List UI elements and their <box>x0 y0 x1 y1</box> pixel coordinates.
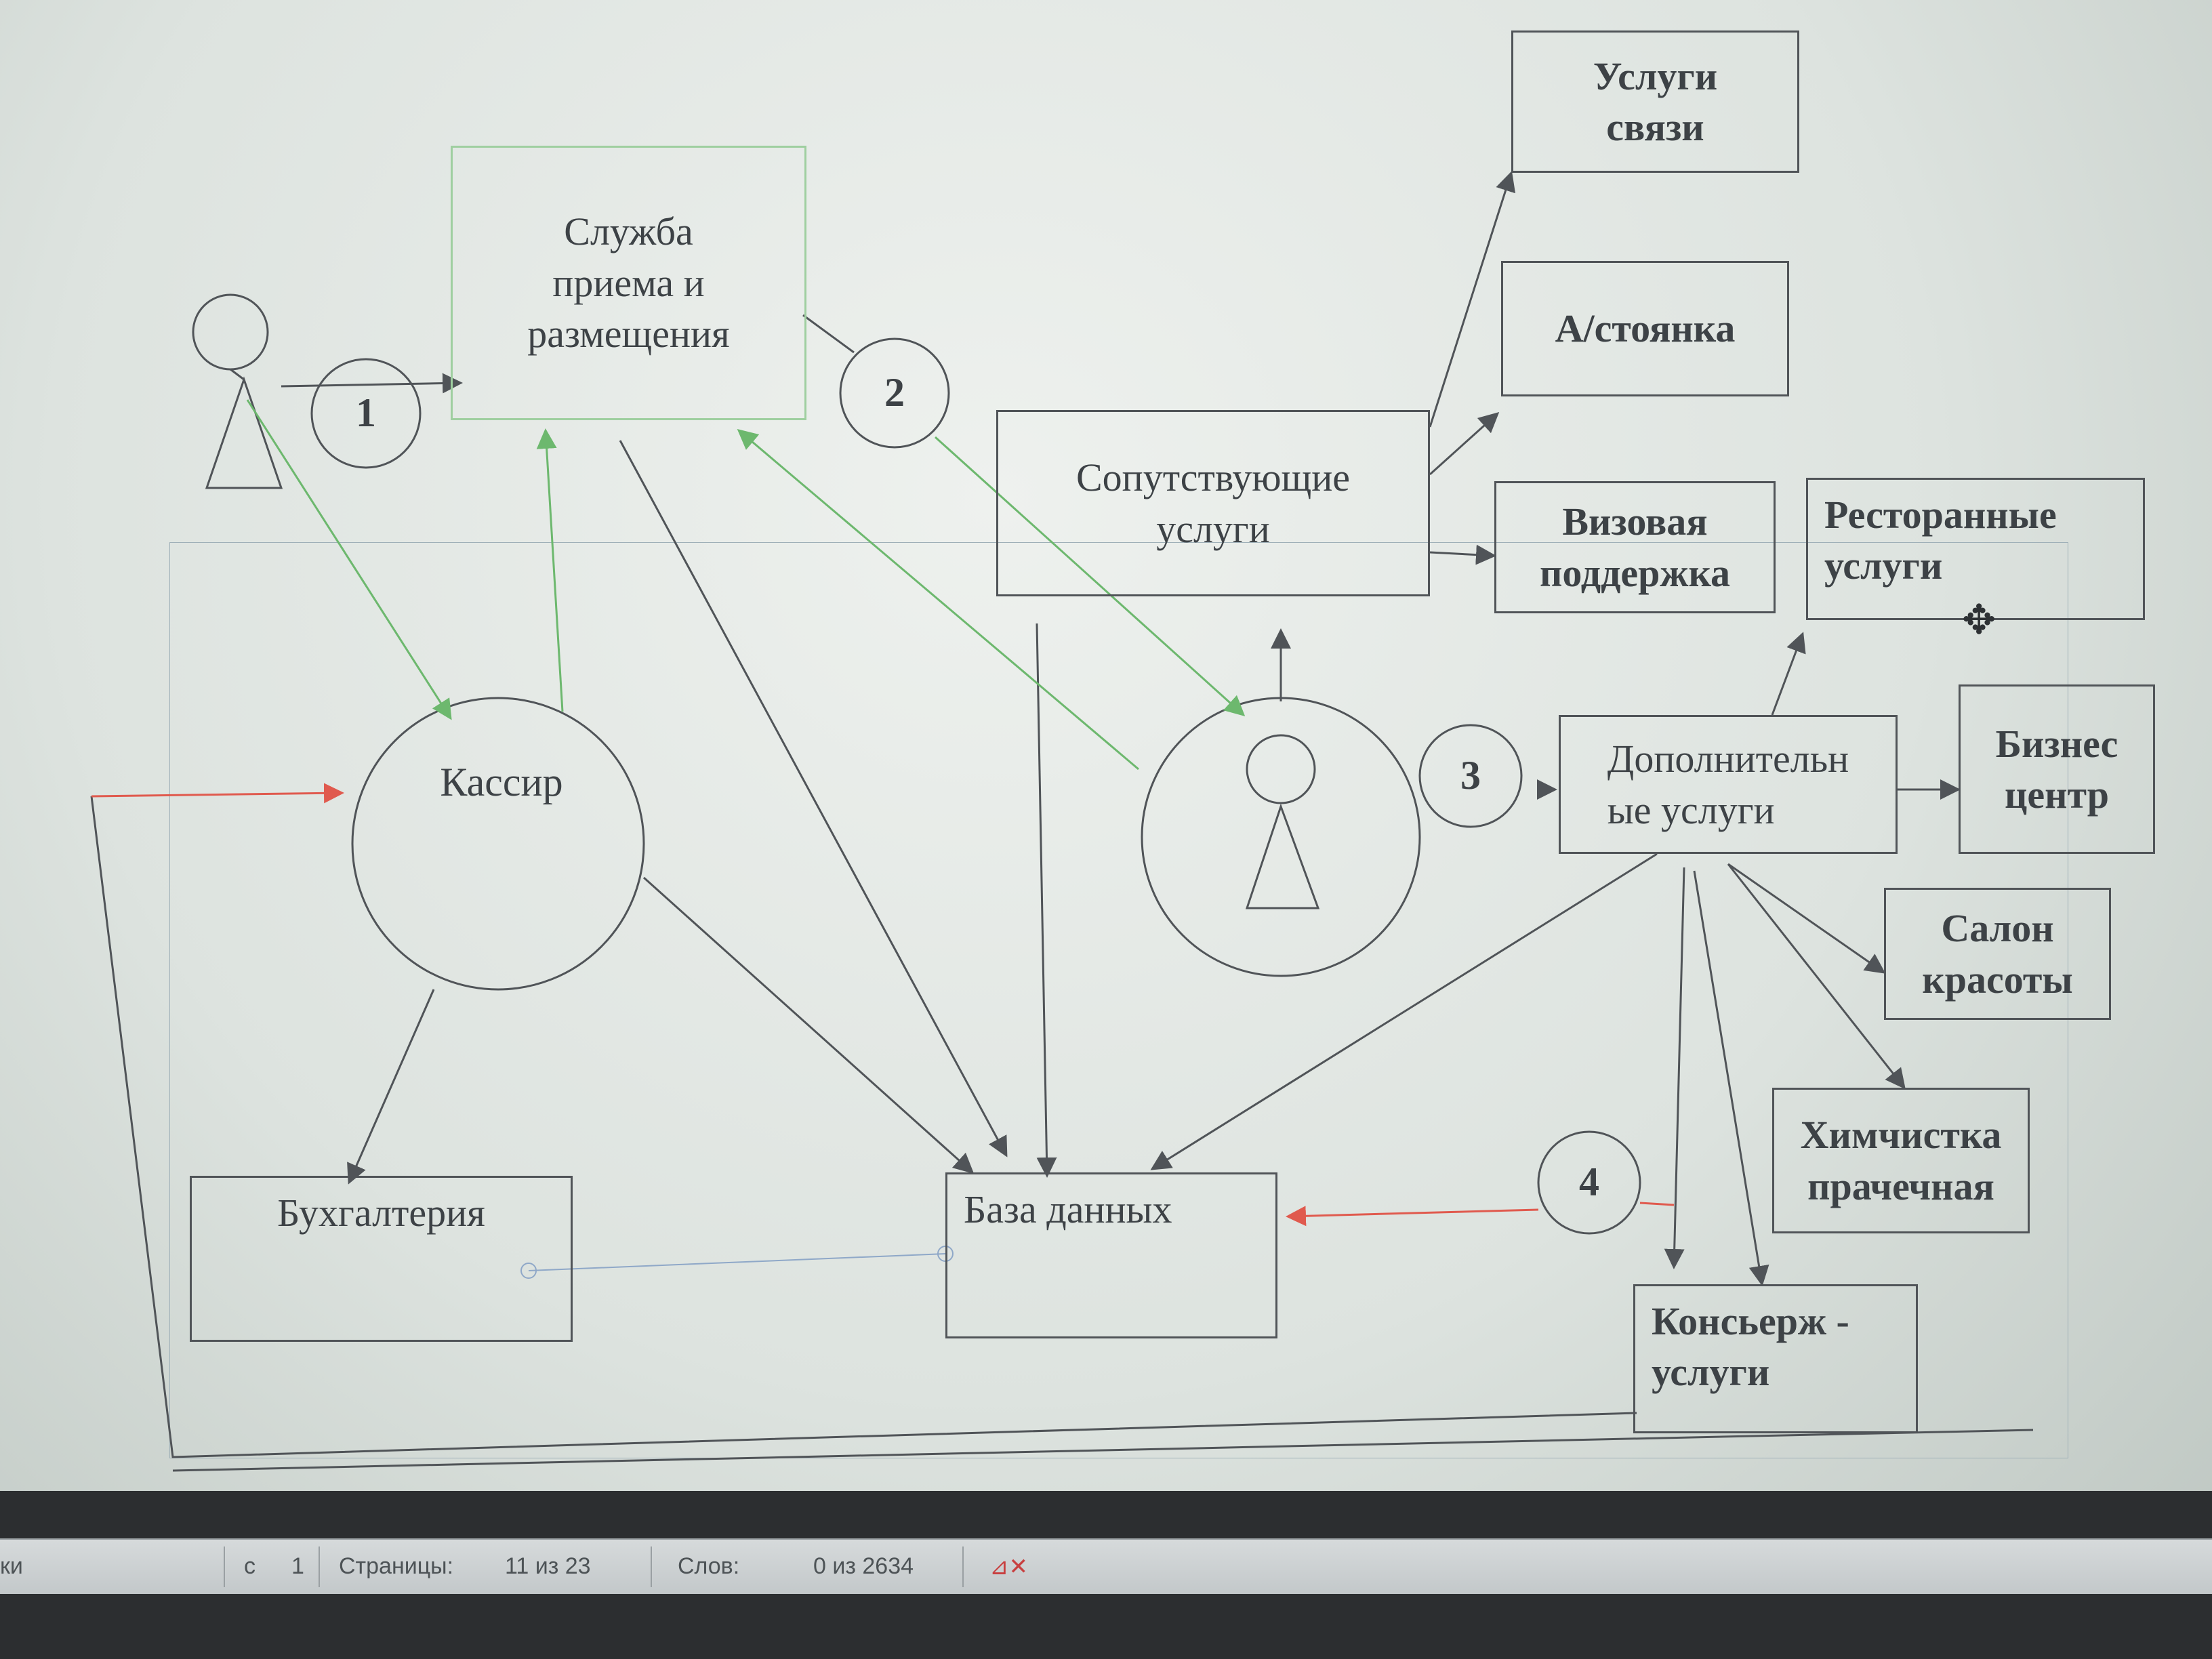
status-separator <box>962 1547 964 1587</box>
guest-actor-icon <box>192 293 283 489</box>
restaurant-services-label: Ресторанные услуги <box>1824 493 2057 588</box>
concierge-label: Консьерж - услуги <box>1652 1299 1849 1395</box>
status-separator <box>319 1547 320 1587</box>
step-4-number: 4 <box>1579 1160 1599 1204</box>
mouse-cursor-icon: ✥ <box>1962 596 1996 644</box>
business-center-label: Бизнес центр <box>1995 721 2118 817</box>
status-separator <box>651 1547 652 1587</box>
status-pages-value[interactable]: 11 из 23 <box>505 1553 591 1579</box>
related-services-box: Сопутствующие услуги <box>996 410 1430 596</box>
status-left-fragment: ки <box>0 1553 23 1579</box>
step-3-circle <box>1418 724 1523 828</box>
accounting-label: Бухгалтерия <box>277 1191 485 1235</box>
accounting-box: Бухгалтерия <box>190 1176 573 1342</box>
status-pages-label[interactable]: Страницы: <box>339 1553 454 1579</box>
step-2-number: 2 <box>884 370 905 415</box>
status-section-value[interactable]: 1 <box>291 1553 304 1579</box>
related-services-label: Сопутствующие услуги <box>1076 455 1351 551</box>
status-section-label[interactable]: с <box>244 1553 255 1579</box>
concierge-box: Консьерж - услуги <box>1633 1284 1918 1433</box>
step-4-circle <box>1537 1130 1641 1235</box>
selected-connector[interactable] <box>520 1246 954 1279</box>
visa-support-box: Визовая поддержка <box>1494 481 1776 613</box>
parking-box: А/стоянка <box>1501 261 1789 396</box>
communication-services-label: Услуги связи <box>1593 54 1718 149</box>
status-words-label[interactable]: Слов: <box>678 1553 740 1579</box>
additional-services-label: Дополнительн ые услуги <box>1607 737 1849 832</box>
green-connectors <box>246 399 1246 771</box>
red-connectors <box>91 783 1675 1227</box>
beauty-salon-label: Салон красоты <box>1922 906 2073 1002</box>
step-1-number: 1 <box>356 390 376 435</box>
business-center-box: Бизнес центр <box>1959 684 2155 854</box>
database-label: База данных <box>964 1187 1172 1231</box>
staff-circle <box>1141 697 1421 977</box>
dark-connectors <box>90 171 2034 1472</box>
step-1-circle <box>310 358 422 469</box>
restaurant-services-box: Ресторанные услуги <box>1806 478 2145 620</box>
status-words-value[interactable]: 0 из 2634 <box>813 1553 914 1579</box>
beauty-salon-box: Салон красоты <box>1884 888 2111 1020</box>
database-box: База данных <box>945 1172 1277 1338</box>
reception-service-label: Служба приема и размещения <box>527 209 730 356</box>
step-3-number: 3 <box>1460 753 1481 798</box>
parking-label: А/стоянка <box>1555 306 1736 351</box>
communication-services-box: Услуги связи <box>1511 30 1799 173</box>
laundry-label: Химчистка прачечная <box>1800 1113 2002 1208</box>
additional-services-box: Дополнительн ые услуги <box>1559 715 1898 854</box>
visa-support-label: Визовая поддержка <box>1539 499 1731 595</box>
cashier-label: Кассир <box>440 760 563 804</box>
status-separator <box>224 1547 225 1587</box>
status-bar: ки с 1 Страницы: 11 из 23 Слов: 0 из 263… <box>0 1538 2212 1594</box>
cashier-circle <box>351 697 645 991</box>
page-boundary <box>169 542 2068 1458</box>
reception-service-box: Служба приема и размещения <box>451 146 806 420</box>
staff-actor-icon <box>1245 734 1320 909</box>
step-2-circle <box>839 337 950 449</box>
spellcheck-icon[interactable]: ⊿✕ <box>989 1553 1028 1580</box>
laundry-box: Химчистка прачечная <box>1772 1088 2030 1233</box>
